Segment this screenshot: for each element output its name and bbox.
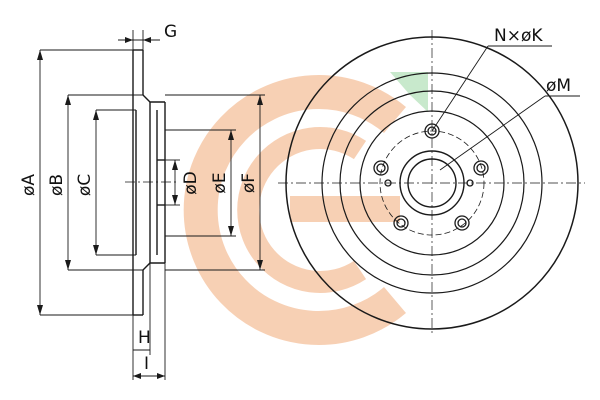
- watermark-inner-ring: [237, 127, 367, 293]
- bolt-hole: [373, 160, 389, 176]
- front-view-centerlines: [278, 30, 585, 335]
- watermark-bar: [290, 196, 400, 222]
- g-logo-watermark: [183, 72, 428, 345]
- label-dia-f: øF: [239, 173, 259, 193]
- leader-lines: [431, 45, 580, 171]
- dim-i-arrow-right: [157, 373, 165, 379]
- label-dia-c: øC: [75, 174, 95, 196]
- bolt-hole: [376, 163, 386, 173]
- label-thick-i: I: [144, 354, 149, 374]
- bolt-hole: [473, 160, 489, 176]
- label-dia-a: øA: [19, 174, 39, 196]
- label-dia-b: øB: [47, 174, 67, 196]
- watermark-green-accent: [390, 72, 428, 112]
- label-thick-h: H: [138, 328, 151, 348]
- label-thick-g: G: [164, 22, 177, 42]
- label-bolt-circle: øM: [546, 76, 571, 96]
- label-dia-d: øD: [181, 171, 201, 195]
- label-dia-e: øE: [210, 172, 230, 193]
- bolt-hole: [457, 218, 467, 228]
- dimension-arrows: [37, 50, 263, 315]
- dim-i-arrow-left: [133, 373, 141, 379]
- side-view: [132, 49, 166, 316]
- label-bolt-holes: N×øK: [494, 26, 543, 46]
- bolt-hole: [393, 215, 409, 231]
- dim-g-arrow-right: [143, 37, 151, 43]
- dim-g-arrow-left: [125, 37, 133, 43]
- vertical-dimensions: [39, 49, 265, 316]
- bolt-hole: [454, 215, 470, 231]
- dim-g: [118, 30, 160, 50]
- bolt-hole: [396, 218, 406, 228]
- dim-h: [132, 263, 151, 380]
- bolt-hole: [476, 163, 486, 173]
